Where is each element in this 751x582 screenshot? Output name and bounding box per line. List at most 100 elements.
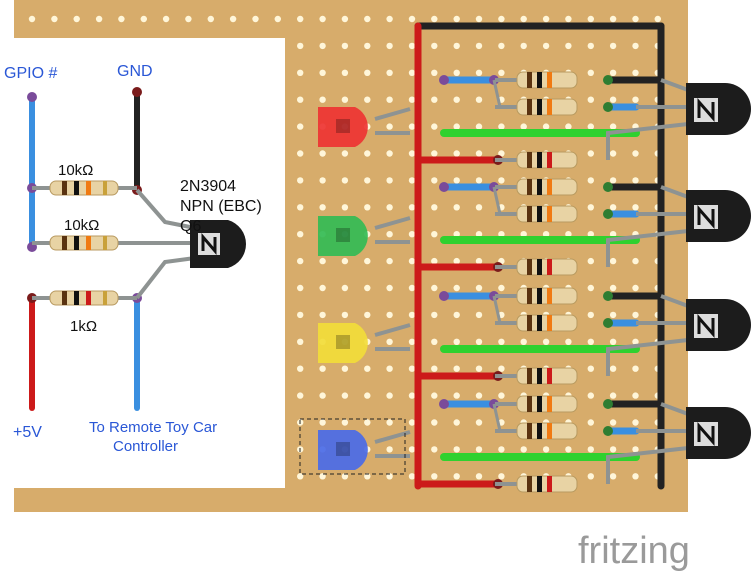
- channel-lead: [492, 403, 502, 432]
- selection-box: [299, 418, 406, 475]
- channel-lead: [492, 79, 502, 108]
- led-green-die: [336, 228, 350, 242]
- board-hole: [297, 365, 304, 372]
- board-hole: [431, 69, 438, 77]
- board-hole: [475, 150, 483, 157]
- board-hole: [453, 123, 460, 130]
- channel-blue-wire-end: [439, 399, 449, 409]
- board-hole: [431, 419, 438, 426]
- resistor-3-band: [86, 291, 91, 305]
- transistor-lead: [660, 402, 689, 416]
- channel-blue-right-wire-end: [603, 102, 613, 112]
- board-hole: [587, 69, 594, 77]
- board-hole: [408, 177, 416, 184]
- led-red-lead: [374, 107, 411, 121]
- board-hole: [609, 42, 617, 50]
- board-hole: [609, 311, 617, 319]
- channel-resistor-band: [527, 179, 532, 195]
- resistor-3-body: [49, 290, 119, 306]
- gnd-wire-end: [132, 87, 142, 97]
- board-hole: [386, 419, 393, 426]
- board-hole: [408, 311, 416, 319]
- board-hole: [364, 284, 371, 292]
- board-hole: [386, 15, 393, 23]
- channel-resistor-band: [537, 315, 542, 331]
- board-hole: [587, 96, 594, 103]
- board-hole: [297, 15, 304, 23]
- led-red: [318, 107, 368, 147]
- board-hole: [431, 204, 438, 211]
- board-hole: [609, 446, 617, 453]
- led-green-lead: [374, 216, 411, 230]
- transistor-lead: [606, 446, 689, 484]
- board-hole: [632, 284, 639, 292]
- board-hole: [118, 15, 125, 23]
- board-hole: [364, 365, 371, 372]
- board-hole: [475, 284, 483, 292]
- board-hole: [453, 419, 460, 426]
- transistor-mark: [697, 314, 715, 338]
- board-hole: [408, 365, 416, 372]
- board-hole: [229, 15, 237, 23]
- board-hole: [386, 69, 393, 77]
- board-hole: [364, 15, 371, 23]
- board-hole: [408, 123, 416, 130]
- resistor-2-band: [86, 236, 91, 250]
- board-hole: [632, 446, 639, 453]
- transistor-label-line2: NPN (EBC): [180, 198, 262, 215]
- board-hole: [364, 42, 371, 50]
- channel-resistor-band: [537, 423, 542, 439]
- channel-black-wire-end: [603, 399, 613, 409]
- board-hole: [297, 204, 304, 211]
- board-hole: [297, 96, 304, 103]
- board-hole: [587, 231, 594, 238]
- board-hole: [453, 338, 460, 345]
- board-hole: [475, 311, 483, 319]
- board-hole: [609, 123, 617, 130]
- resistor-3-label: 1kΩ: [70, 318, 97, 335]
- board-hole: [587, 311, 594, 319]
- board-hole: [475, 446, 483, 453]
- board-hole: [587, 204, 594, 211]
- resistor-1-band: [86, 181, 91, 195]
- board-hole: [431, 338, 438, 345]
- board-hole: [95, 15, 103, 23]
- board-hole: [520, 338, 527, 345]
- channel-base-resistor-band: [547, 476, 552, 492]
- board-hole: [341, 392, 349, 399]
- board-hole: [542, 15, 550, 23]
- board-hole: [297, 392, 304, 399]
- board-hole: [408, 338, 416, 345]
- board-hole: [587, 419, 594, 426]
- board-hole: [386, 473, 393, 480]
- board-hole: [319, 311, 326, 319]
- resistor-3-band: [74, 291, 79, 305]
- board-hole: [498, 42, 505, 50]
- board-hole: [520, 42, 527, 50]
- resistor-3-band: [103, 291, 107, 305]
- transistor-leg: [135, 188, 196, 230]
- board-hole: [319, 150, 326, 157]
- board-hole: [632, 257, 639, 265]
- channel-resistor-band: [537, 206, 542, 222]
- board-hole: [319, 42, 326, 50]
- transistor-lead: [606, 229, 689, 267]
- board-hole: [498, 473, 505, 480]
- led-blue-lead: [374, 430, 411, 444]
- board-hole: [51, 15, 58, 23]
- channel-resistor-band: [527, 423, 532, 439]
- channel-base-resistor-band: [547, 152, 552, 168]
- board-hole: [408, 392, 416, 399]
- board-hole: [431, 177, 438, 184]
- board-hole: [28, 15, 36, 23]
- board-hole: [431, 150, 438, 157]
- board-hole: [341, 15, 349, 23]
- board-hole: [609, 284, 617, 292]
- board-hole: [297, 257, 304, 265]
- channel-base-resistor-band: [527, 476, 532, 492]
- board-hole: [498, 69, 505, 77]
- board-hole: [453, 204, 460, 211]
- board-hole: [297, 473, 304, 480]
- board-hole: [386, 392, 393, 399]
- board-hole: [431, 473, 438, 480]
